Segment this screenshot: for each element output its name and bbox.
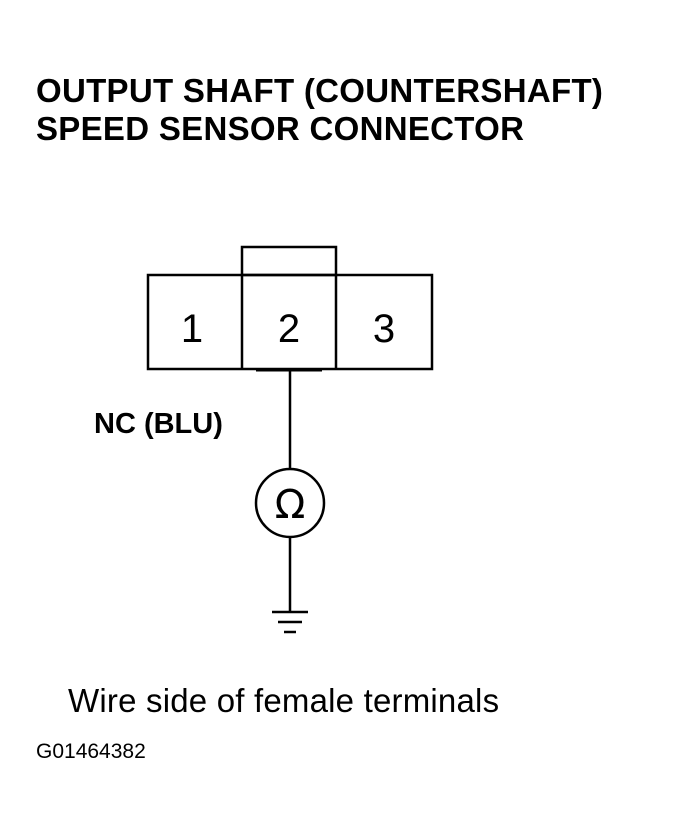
diagram-title-line-2: SPEED SENSOR CONNECTOR	[36, 110, 525, 147]
pin-1-label: 1	[181, 307, 203, 351]
diagram-caption: Wire side of female terminals	[68, 682, 500, 719]
wire-color-label: NC (BLU)	[94, 408, 223, 440]
pin-2-label: 2	[278, 307, 300, 351]
diagram-title-line-1: OUTPUT SHAFT (COUNTERSHAFT)	[36, 72, 604, 109]
ohm-symbol: Ω	[275, 482, 306, 528]
pin-3-label: 3	[373, 307, 395, 351]
ground-icon	[272, 610, 308, 634]
ohmmeter-icon: Ω	[254, 467, 326, 539]
connector-lock-tab	[240, 245, 338, 277]
figure-id: G01464382	[36, 740, 146, 763]
